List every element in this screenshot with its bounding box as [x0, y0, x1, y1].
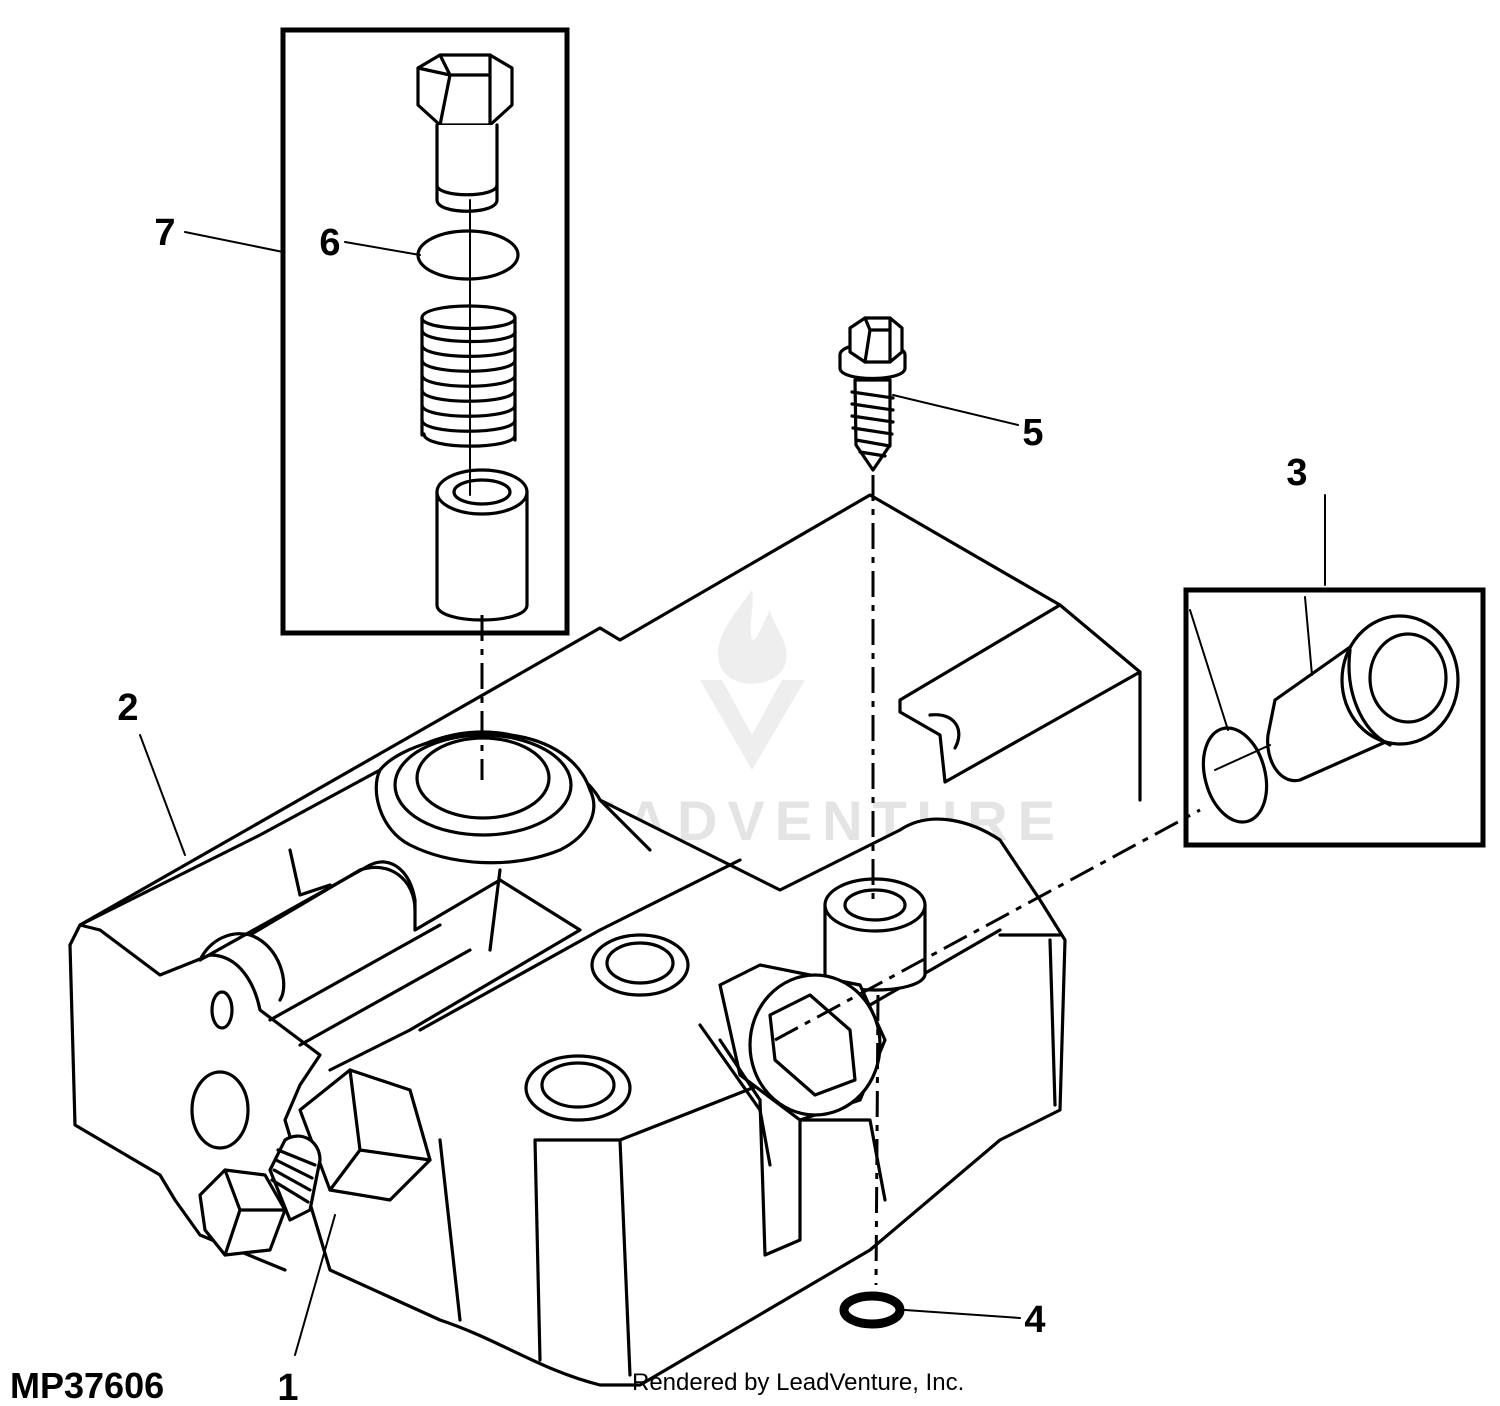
- watermark-flame-icon: [718, 590, 787, 684]
- screw-hex-head-faces: [223, 1168, 287, 1257]
- tapping-screw-hex-edges: [863, 316, 892, 364]
- port-lower: [524, 1054, 632, 1122]
- plug-kit: [1183, 587, 1486, 848]
- centerline-plug: [774, 808, 1201, 1042]
- callout-numbers: 1 2 3 4 5 6 7: [117, 212, 1307, 1406]
- callout-6: 6: [319, 222, 340, 264]
- washer: [839, 1291, 905, 1329]
- plug-boss-hex: [768, 993, 857, 1097]
- housing-ledge-pin: [928, 713, 961, 750]
- housing-channel-floor: [268, 858, 742, 1047]
- leader-1: [294, 1214, 336, 1356]
- leader-2: [139, 734, 186, 856]
- adjusting-screw: [198, 1068, 432, 1257]
- valve-plug-body: [435, 123, 499, 213]
- housing-right-wall: [868, 928, 1062, 1107]
- explode-lines: [469, 199, 1271, 1286]
- housing-channel: [198, 860, 582, 1072]
- housing-left-hole-large: [190, 1070, 250, 1150]
- housing-front-wall: [438, 1083, 762, 1377]
- tapping-screw-hex: [848, 316, 904, 364]
- tapping-screw: [838, 316, 907, 472]
- valve-boss-flange: [288, 798, 652, 952]
- housing-left-hole-small: [210, 990, 234, 1030]
- plug-kit-frame: [1183, 587, 1486, 848]
- screw-shank: [268, 1134, 322, 1222]
- valve-spring: [420, 304, 517, 448]
- port-upper: [590, 933, 690, 997]
- housing-front-slots: [758, 1098, 887, 1257]
- callout-1: 1: [277, 1367, 298, 1406]
- plug-flange-rim: [1347, 648, 1392, 747]
- relief-valve-kit: [280, 27, 570, 636]
- screw-boss-top: [823, 877, 927, 933]
- housing-ledge: [898, 603, 1142, 784]
- housing: [68, 493, 1142, 1387]
- leader-4: [904, 1309, 1021, 1319]
- valve-plug-groove: [435, 183, 499, 197]
- leader-3b: [1304, 596, 1313, 676]
- callout-2: 2: [117, 687, 138, 729]
- valve-boss: [374, 732, 596, 865]
- leader-6: [344, 241, 421, 256]
- figure-id: MP37606: [10, 1365, 164, 1406]
- centerline-washer: [874, 994, 880, 1286]
- valve-plug-hex-edges: [416, 53, 492, 127]
- valve-piston-bore: [452, 478, 512, 506]
- tapping-screw-shank: [853, 378, 892, 472]
- valve-o-ring: [416, 229, 520, 281]
- valve-piston-top: [435, 468, 529, 516]
- callout-3: 3: [1286, 452, 1307, 494]
- port-lower-inner: [540, 1061, 616, 1109]
- centerline-plug-inner: [1214, 744, 1271, 771]
- plug-boss-tab: [698, 1023, 772, 1167]
- watermark-v-icon: [700, 680, 805, 770]
- screw-hex-head: [198, 1168, 287, 1257]
- jam-nut-faces: [328, 1068, 432, 1192]
- leader-5: [892, 394, 1019, 426]
- leader-7: [184, 231, 284, 253]
- plug-flange-inner: [1368, 632, 1448, 724]
- callout-7: 7: [154, 212, 175, 254]
- o-ring-washer: [839, 1291, 905, 1329]
- render-credit: Rendered by LeadVenture, Inc.: [632, 1369, 964, 1396]
- callout-5: 5: [1022, 412, 1043, 454]
- plug-flange: [1340, 614, 1460, 746]
- leader-lines: [139, 231, 1326, 1356]
- callout-4: 4: [1024, 1299, 1045, 1341]
- spool: [198, 865, 417, 1002]
- tapping-screw-threads: [850, 390, 895, 458]
- valve-plug-hex: [416, 53, 514, 127]
- plug-o-ring: [1201, 726, 1269, 824]
- relief-valve-kit-frame: [280, 27, 570, 636]
- port-upper-inner: [605, 941, 675, 985]
- screw-threads: [270, 1148, 317, 1204]
- screw-boss-hole: [843, 888, 907, 922]
- valve-bore: [415, 736, 551, 820]
- leader-3c: [1189, 609, 1229, 731]
